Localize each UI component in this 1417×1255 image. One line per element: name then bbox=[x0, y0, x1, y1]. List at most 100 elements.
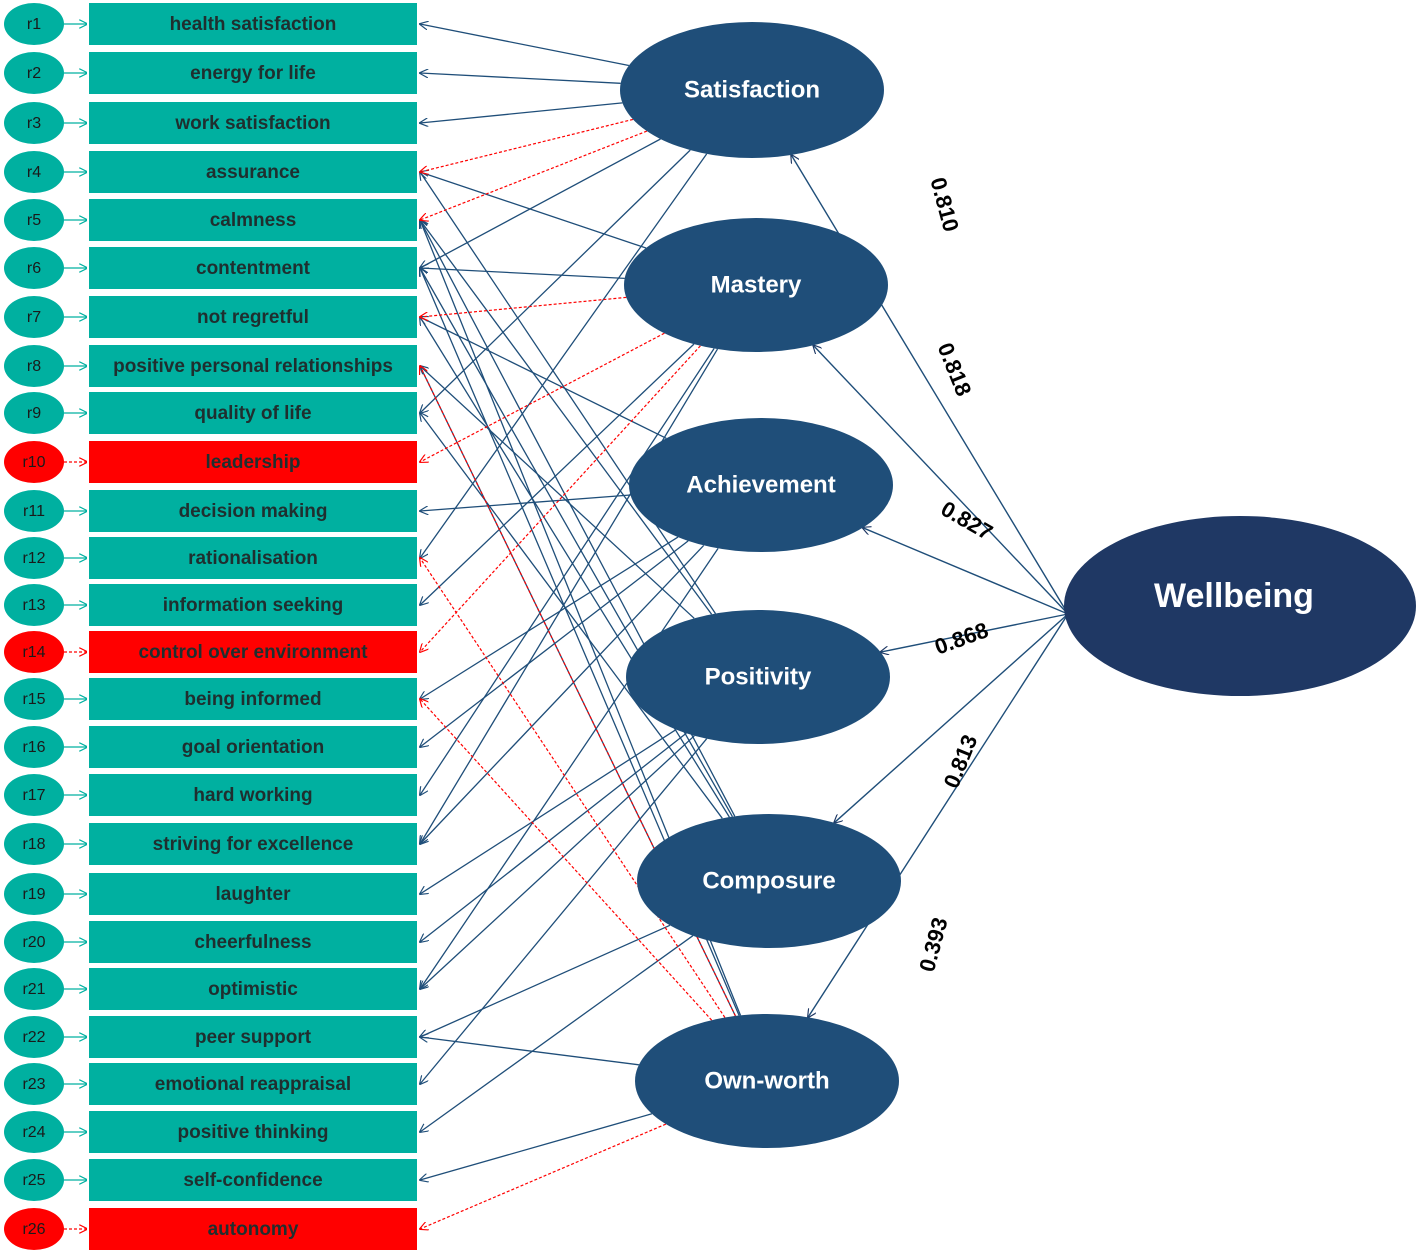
path-layer bbox=[420, 24, 1069, 1229]
flagged-indicator-box bbox=[87, 629, 419, 675]
indicator-label: cheerfulness bbox=[194, 932, 311, 953]
cross-loading-arrow bbox=[420, 345, 701, 652]
indicator-label: calmness bbox=[210, 210, 297, 231]
second-order-arrow bbox=[834, 613, 1069, 823]
factor-node: Achievement bbox=[629, 418, 893, 552]
loading-arrow bbox=[420, 220, 713, 615]
indicator-row: r5 calmness bbox=[4, 197, 419, 243]
loading-arrow bbox=[420, 544, 705, 844]
residual-ellipse bbox=[4, 726, 64, 768]
indicator-label: striving for excellence bbox=[153, 834, 354, 855]
loading-arrow bbox=[420, 102, 623, 123]
indicator-box bbox=[87, 871, 419, 917]
residual-label: r8 bbox=[27, 358, 41, 375]
indicator-label: peer support bbox=[195, 1027, 312, 1048]
loading-arrow bbox=[420, 924, 671, 1037]
factor-node: Satisfaction bbox=[620, 22, 884, 158]
factor-ellipse bbox=[624, 218, 888, 352]
indicator-label: being informed bbox=[184, 689, 321, 710]
cross-loading-arrow bbox=[420, 130, 648, 220]
residual-label: r20 bbox=[22, 934, 45, 951]
indicator-box bbox=[87, 197, 419, 243]
indicator-label: energy for life bbox=[190, 63, 316, 84]
residual-ellipse bbox=[4, 584, 64, 626]
indicator-label: laughter bbox=[216, 884, 292, 905]
indicator-label: decision making bbox=[179, 501, 328, 522]
loading-arrow bbox=[420, 24, 630, 67]
indicator-box bbox=[87, 724, 419, 770]
factor-ellipse bbox=[635, 1014, 899, 1148]
indicator-label: positive thinking bbox=[178, 1122, 329, 1143]
indicator-row: r11 decision making bbox=[4, 488, 419, 534]
loading-arrow bbox=[420, 540, 689, 747]
indicator-row: r4 assurance bbox=[4, 149, 419, 195]
factor-node: Composure bbox=[637, 814, 901, 948]
indicator-box bbox=[87, 245, 419, 291]
wellbeing-ellipse bbox=[1064, 516, 1416, 696]
indicator-label: not regretful bbox=[197, 307, 309, 328]
indicator-box bbox=[87, 390, 419, 436]
indicator-box bbox=[87, 919, 419, 965]
loading-arrow bbox=[420, 317, 730, 818]
residual-label: r16 bbox=[22, 739, 45, 756]
factor-ellipse bbox=[637, 814, 901, 948]
indicator-box bbox=[87, 821, 419, 867]
residual-ellipse bbox=[4, 1159, 64, 1201]
indicator-label: work satisfaction bbox=[174, 113, 330, 134]
residual-ellipse bbox=[4, 102, 64, 144]
residual-label: r4 bbox=[27, 164, 41, 181]
indicator-label: hard working bbox=[193, 785, 312, 806]
path-coefficient: 0.810 bbox=[925, 175, 963, 235]
loading-arrow bbox=[420, 935, 694, 1132]
factor-ellipse bbox=[629, 418, 893, 552]
loading-arrow bbox=[420, 348, 715, 796]
wellbeing-node: Wellbeing bbox=[1064, 516, 1416, 696]
loading-arrow bbox=[420, 1113, 653, 1180]
cross-loading-arrow bbox=[420, 118, 634, 172]
second-order-arrow bbox=[813, 345, 1069, 615]
path-coefficient: 0.827 bbox=[937, 496, 997, 545]
indicator-label: assurance bbox=[206, 162, 300, 183]
loading-arrow bbox=[420, 73, 621, 84]
wellbeing-label: Wellbeing bbox=[1154, 577, 1314, 615]
flagged-indicator-box bbox=[87, 439, 419, 485]
residual-ellipse bbox=[4, 151, 64, 193]
indicator-box bbox=[87, 488, 419, 534]
indicator-label: emotional reappraisal bbox=[155, 1074, 351, 1095]
loading-arrow bbox=[420, 268, 625, 280]
cross-loading-arrow bbox=[420, 296, 627, 317]
residual-ellipse bbox=[4, 678, 64, 720]
residual-label: r26 bbox=[22, 1221, 45, 1238]
loading-arrow bbox=[420, 735, 695, 989]
loading-arrow bbox=[420, 153, 708, 558]
indicator-label: information seeking bbox=[163, 595, 344, 616]
cross-loading-arrow bbox=[420, 1123, 667, 1229]
residual-label: r14 bbox=[22, 644, 45, 661]
indicator-label: contentment bbox=[196, 258, 311, 279]
residual-label: r5 bbox=[27, 212, 41, 229]
indicator-box bbox=[87, 1014, 419, 1060]
factor-label: Achievement bbox=[686, 471, 835, 498]
factor-label: Composure bbox=[702, 867, 835, 894]
second-order-arrow bbox=[863, 528, 1069, 615]
residual-ellipse bbox=[4, 1063, 64, 1105]
residual-label: r11 bbox=[23, 503, 45, 520]
loading-arrow bbox=[420, 366, 695, 619]
factor-label: Mastery bbox=[711, 271, 802, 298]
